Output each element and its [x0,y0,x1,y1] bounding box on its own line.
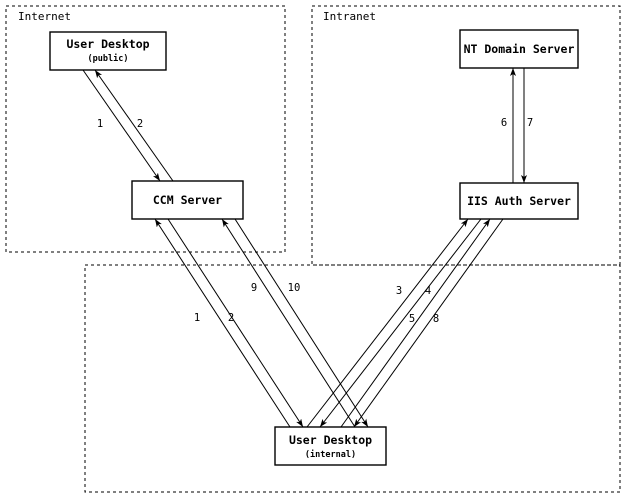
step-label-flow-5: 5 [409,313,415,325]
flow-arrow-flow-1-public [82,69,161,182]
step-label-flow-4: 4 [425,285,431,297]
node-title-nt-domain-server: NT Domain Server [464,42,575,56]
step-label-flow-8: 8 [433,313,439,325]
node-subtitle-user-desktop-public: (public) [88,53,129,64]
zone-border-internal-zone [84,264,621,493]
flow-arrow-flow-4 [319,218,482,428]
node-user-desktop-internal[interactable]: User Desktop (internal) [274,426,387,466]
node-title-user-desktop-public: User Desktop [66,37,149,51]
flow-arrow-flow-5 [340,218,491,428]
node-title-iis-auth-server: IIS Auth Server [467,194,571,208]
node-ccm-server[interactable]: CCM Server [131,180,244,220]
node-box-user-desktop-internal [274,426,387,466]
node-iis-auth-server[interactable]: IIS Auth Server [459,182,579,220]
flow-arrows [82,68,527,428]
flow-arrow-flow-10 [234,218,369,428]
step-label-flow-1-internal: 1 [194,312,200,324]
flow-arrow-flow-9 [221,218,356,428]
step-label-flow-2-public: 2 [137,118,143,130]
node-box-user-desktop-public [49,31,167,71]
node-box-nt-domain-server [459,29,579,69]
flow-arrow-flow-1-internal [154,218,291,428]
flow-arrow-flow-8 [353,218,504,428]
node-user-desktop-public[interactable]: User Desktop (public) [49,31,167,71]
step-label-flow-2-internal: 2 [228,312,234,324]
step-label-flow-1-public: 1 [97,118,103,130]
step-label-flow-10: 10 [288,282,301,294]
flow-arrow-flow-3 [306,218,469,428]
node-nt-domain-server[interactable]: NT Domain Server [459,29,579,69]
node-box-iis-auth-server [459,182,579,220]
node-subtitle-user-desktop-internal: (internal) [305,449,356,460]
flow-arrow-flow-2-public [94,69,174,182]
flow-step-labels: 1 2 6 7 1 2 9 10 3 4 5 8 [97,117,533,325]
zone-boundaries: Internet Intranet [5,5,621,493]
zone-label-internet: Internet [18,10,71,23]
step-label-flow-6-nt: 6 [501,117,507,129]
node-box-ccm-server [131,180,244,220]
step-label-flow-9: 9 [251,282,257,294]
zone-label-intranet: Intranet [323,10,376,23]
flow-arrow-flow-2-internal [167,218,304,428]
node-title-user-desktop-internal: User Desktop [289,433,372,447]
zone-border-internet [5,5,286,253]
step-label-flow-7-nt: 7 [527,117,533,129]
node-title-ccm-server: CCM Server [153,193,222,207]
node-boxes: User Desktop (public) CCM Server NT Domain … [49,29,579,466]
step-label-flow-3: 3 [396,285,402,297]
